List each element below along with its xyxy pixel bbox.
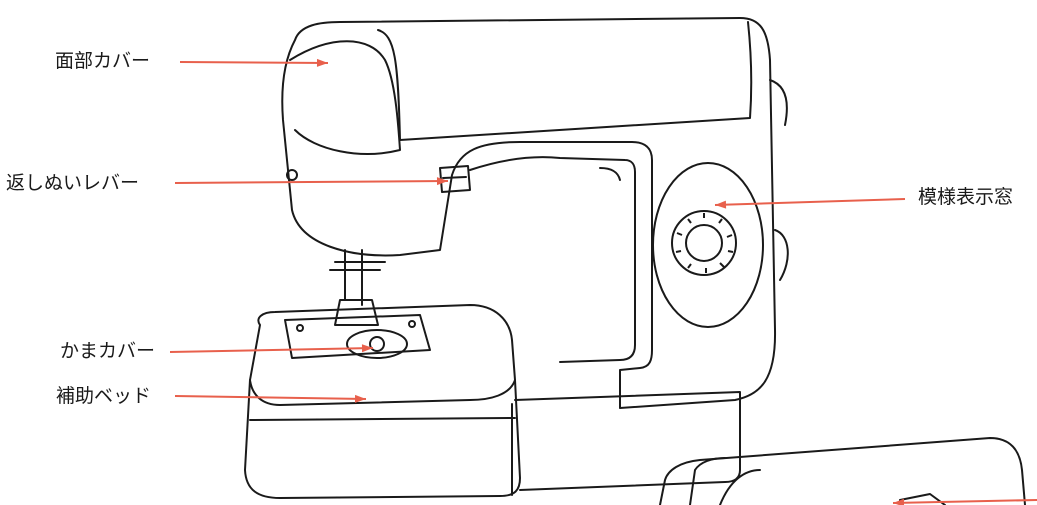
handwheel <box>769 79 789 281</box>
dial-plate <box>652 162 764 328</box>
shuttle-cover-shape <box>346 329 408 359</box>
pointer-reverse-lever <box>174 180 449 184</box>
pointer-pattern-window <box>714 198 906 206</box>
pointer-shuttle-cover <box>169 347 374 353</box>
bed-top <box>249 304 516 406</box>
pointer-auxiliary-bed <box>174 395 367 400</box>
presser-foot <box>334 299 379 326</box>
machine-body-outline <box>281 17 777 409</box>
label-auxiliary-bed: 補助ベッド <box>56 385 152 407</box>
arm-window <box>469 156 636 363</box>
needle-plate <box>284 314 431 359</box>
face-cover-outline <box>289 40 401 155</box>
bed-front <box>244 379 521 499</box>
pointer-auxiliary-bed-head <box>354 394 366 403</box>
pointer-face-cover <box>179 61 329 64</box>
top-cover-edge <box>377 21 753 141</box>
pointer-pattern-window-head <box>715 200 727 209</box>
label-face-cover: 面部カバー <box>55 50 151 72</box>
pattern-dial <box>671 210 737 276</box>
pointer-accessory-box <box>892 499 1037 504</box>
reverse-lever-shape <box>439 165 471 193</box>
label-reverse-lever: 返しぬいレバー <box>6 172 140 194</box>
dial-ticks <box>675 213 734 273</box>
pointer-face-cover-head <box>316 58 328 67</box>
pointer-reverse-lever-head <box>436 177 448 186</box>
accessory-box <box>659 437 1026 505</box>
pointer-accessory-box-head <box>893 498 905 505</box>
needle-bar <box>329 249 386 306</box>
label-pattern-window: 模様表示窓 <box>918 186 1014 208</box>
label-shuttle-cover: かまカバー <box>60 340 156 362</box>
pointer-shuttle-cover-head <box>361 344 373 353</box>
